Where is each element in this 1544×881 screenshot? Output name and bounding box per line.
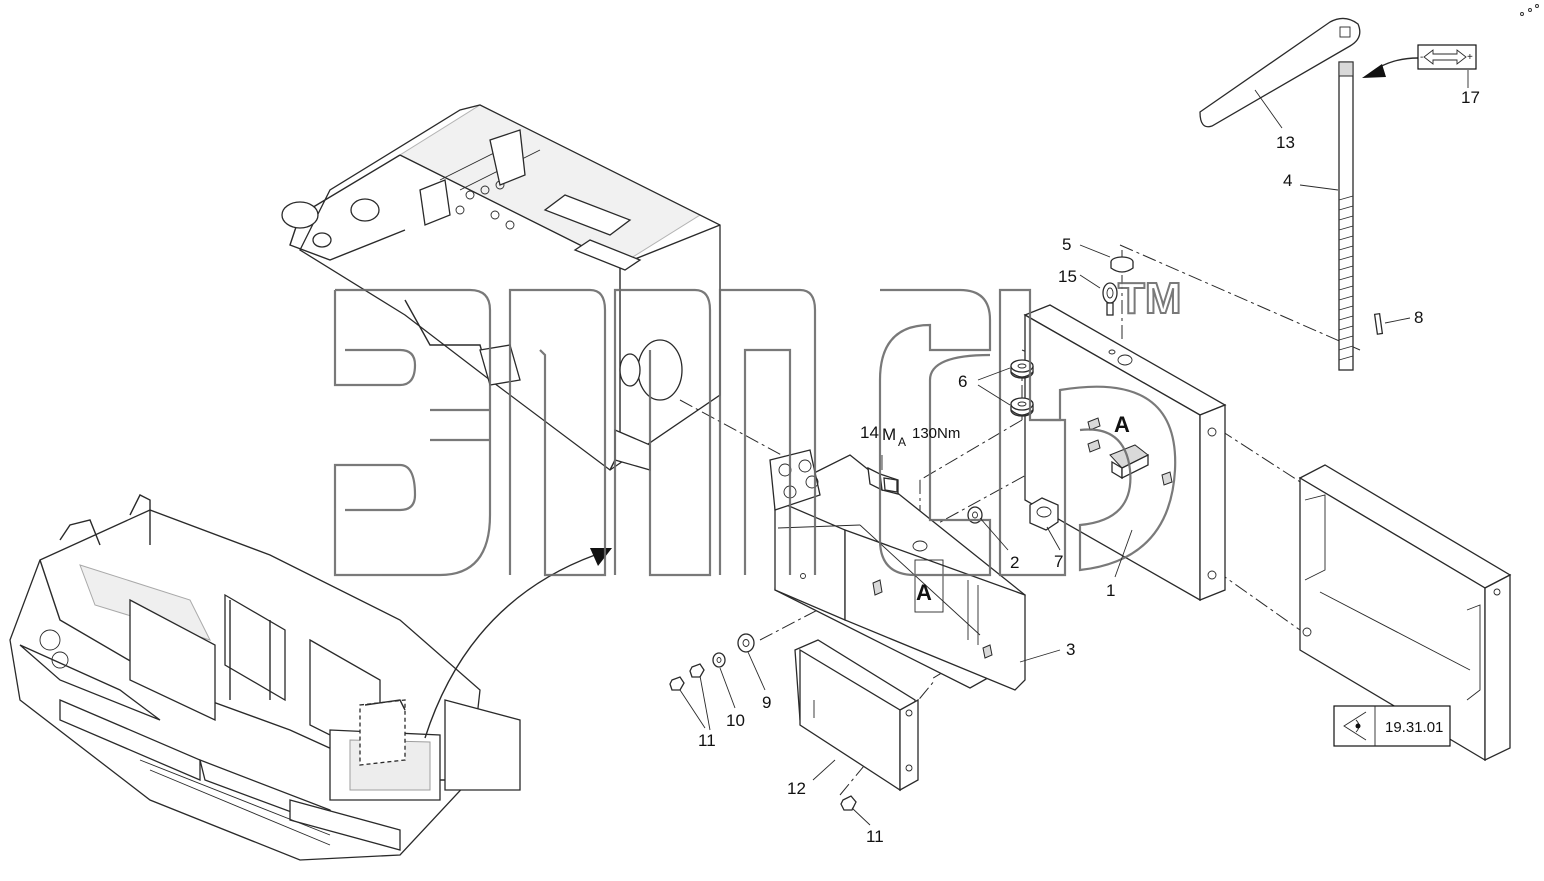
part-10-washer: [712, 652, 726, 668]
label-part-2: 2: [1010, 553, 1019, 572]
torque-value: 130Nm: [912, 425, 960, 442]
detail-arrow: [424, 548, 612, 739]
part-6-bushing-upper: [1010, 359, 1034, 379]
part-13-wrench: [1199, 17, 1361, 128]
part-15-eye-bolt: [1102, 282, 1118, 316]
part-labels: 1 2 3 4 5 6 7 8 9 10 11 11 12 13 14 15 1…: [698, 88, 1480, 846]
rod-threads: [1338, 195, 1354, 361]
watermark-mark-text: TM: [1118, 274, 1182, 323]
part-3-base-plate: [769, 449, 1026, 691]
label-part-15: 15: [1058, 267, 1077, 286]
label-part-6: 6: [958, 372, 967, 391]
watermark-logo: TM: [333, 273, 1183, 577]
part-5-nut: [1110, 256, 1134, 273]
side-cover-plate: [1298, 464, 1512, 762]
label-part-5: 5: [1062, 235, 1071, 254]
part-17-adjust-symbol: - +: [1417, 44, 1477, 70]
label-part-13: 13: [1276, 133, 1295, 152]
corner-mark: [1520, 4, 1539, 16]
label-part-7: 7: [1054, 552, 1063, 571]
part-9-washer: [737, 633, 755, 653]
view-marker-a-upper: A: [1114, 412, 1130, 437]
label-part-1: 1: [1106, 581, 1115, 600]
part-4-threaded-rod: [1338, 61, 1354, 371]
label-part-11-bottom: 11: [866, 827, 884, 846]
tool-insert-arrow: [1362, 57, 1419, 78]
label-part-12: 12: [787, 779, 806, 798]
torque-ma-subscript: A: [898, 435, 906, 449]
label-part-11-left: 11: [698, 731, 716, 750]
label-part-17: 17: [1461, 88, 1480, 107]
part-1-bracket: [1023, 304, 1227, 602]
adjust-minus-text: -: [1420, 52, 1423, 63]
label-part-9: 9: [762, 693, 771, 712]
part-14-bolt: [867, 466, 899, 495]
label-part-10: 10: [726, 711, 745, 730]
eye-view-icon: [1343, 711, 1367, 741]
view-reference-box: 19.31.01: [1333, 705, 1451, 747]
machine-frame-drawing: [281, 104, 721, 471]
adjust-plus-text: +: [1467, 52, 1473, 63]
part-6-bushing-lower: [1010, 397, 1034, 417]
double-arrow-icon: [1423, 49, 1467, 65]
view-marker-a-lower: A: [916, 580, 932, 605]
part-11-nut-b: [669, 676, 685, 691]
part-11-nut-a: [689, 663, 705, 678]
part-12-cover: [794, 639, 919, 792]
reference-code: 19.31.01: [1385, 719, 1443, 736]
label-part-14: 14: [860, 423, 879, 442]
leader-lines: [679, 70, 1469, 826]
part-11-nut-c: [840, 795, 857, 811]
part-7-nut: [1029, 497, 1059, 531]
torque-ma-label: M: [882, 425, 896, 444]
label-part-8: 8: [1414, 308, 1423, 327]
label-part-3: 3: [1066, 640, 1075, 659]
label-part-4: 4: [1283, 171, 1292, 190]
part-8-pin: [1373, 312, 1384, 335]
paver-machine-drawing: [9, 494, 521, 861]
